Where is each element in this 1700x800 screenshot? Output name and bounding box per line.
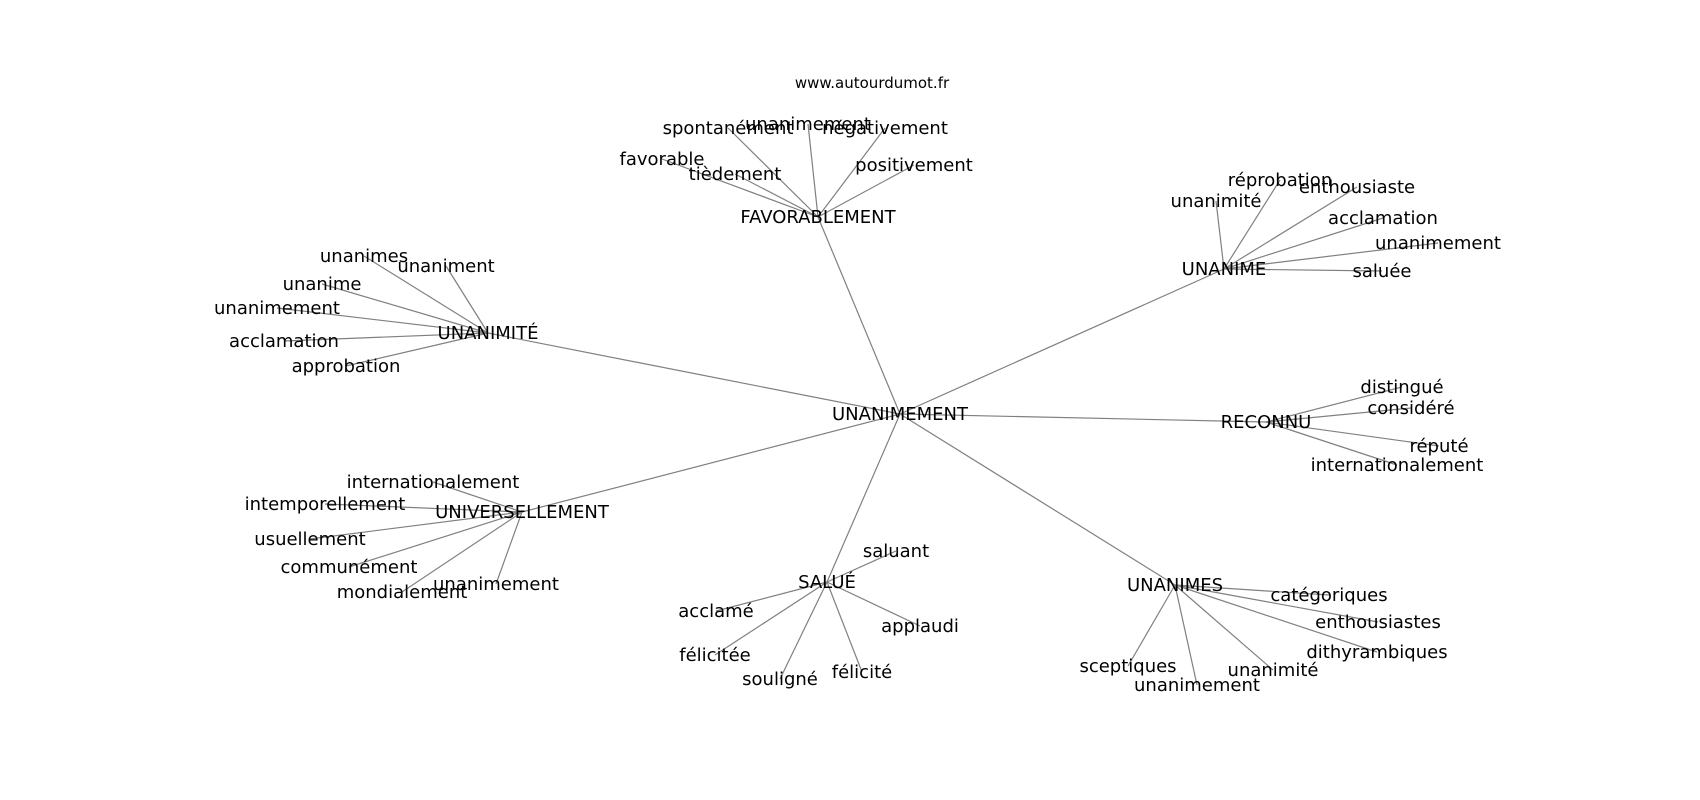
leaf-node: unanime xyxy=(283,274,362,295)
leaf-node: considéré xyxy=(1367,398,1454,419)
leaf-node: saluée xyxy=(1353,261,1412,282)
center-hub-edge xyxy=(817,216,901,415)
hub-leaf-edge xyxy=(1174,584,1379,623)
hub-leaf-edge xyxy=(826,581,863,673)
leaf-node: positivement xyxy=(855,155,973,176)
graph-labels: www.autourdumot.fr UNANIMEMENT FAVORABLEM… xyxy=(214,74,1501,696)
leaf-node: unanimement xyxy=(1134,675,1260,696)
leaf-node: favorable xyxy=(620,149,705,170)
leaf-node: enthousiaste xyxy=(1299,177,1415,198)
leaf-node: mondialement xyxy=(337,582,468,603)
leaf-node: acclamé xyxy=(678,601,753,622)
leaf-node: félicitée xyxy=(679,645,751,666)
leaf-node: unanimes xyxy=(320,246,408,267)
leaf-node: unanimement xyxy=(214,298,340,319)
hub-leaf-edge xyxy=(1174,584,1198,686)
leaf-node: unanimement xyxy=(745,114,871,135)
hub-leaf-edge xyxy=(807,123,819,218)
hub-leaf-edge xyxy=(1265,386,1403,423)
hub-leaf-edge xyxy=(779,581,828,680)
hub-leaf-edge xyxy=(1223,186,1358,270)
source-label: www.autourdumot.fr xyxy=(795,74,950,92)
leaf-node: communément xyxy=(281,557,418,578)
leaf-node: sceptiques xyxy=(1079,656,1176,677)
hub-leaf-edge xyxy=(661,158,819,218)
hub-leaf-edge xyxy=(283,332,489,342)
hub-node: RECONNU xyxy=(1221,412,1312,433)
hub-leaf-edge xyxy=(1223,242,1439,270)
hub-node: FAVORABLEMENT xyxy=(740,207,896,228)
hub-leaf-edge xyxy=(826,581,921,627)
leaf-node: unaniment xyxy=(397,256,494,277)
hub-node: UNIVERSELLEMENT xyxy=(435,502,610,523)
leaf-node: acclamation xyxy=(1328,208,1438,229)
leaf-node: tièdement xyxy=(689,164,782,185)
hub-node: UNANIME xyxy=(1182,259,1267,280)
hub-leaf-edge xyxy=(1223,268,1383,272)
leaf-node: unanimité xyxy=(1171,191,1262,212)
leaf-node: catégoriques xyxy=(1270,585,1387,606)
center-node: UNANIMEMENT xyxy=(832,404,969,425)
hub-leaf-edge xyxy=(276,307,489,334)
leaf-node: réprobation xyxy=(1228,170,1332,191)
center-hub-edge xyxy=(899,413,1267,423)
hub-leaf-edge xyxy=(727,127,819,218)
hub-leaf-edge xyxy=(817,127,886,218)
hub-leaf-edge xyxy=(1265,421,1398,466)
leaf-node: distingué xyxy=(1360,377,1443,398)
hub-leaf-edge xyxy=(714,581,828,656)
hub-leaf-edge xyxy=(309,511,523,540)
leaf-node: unanimité xyxy=(1228,660,1319,681)
hub-leaf-edge xyxy=(324,503,523,513)
hub-leaf-edge xyxy=(1215,200,1225,270)
leaf-node: unanimement xyxy=(1375,233,1501,254)
graph-edges xyxy=(276,123,1440,686)
hub-node: SALUÉ xyxy=(798,571,856,593)
hub-leaf-edge xyxy=(1223,217,1384,270)
leaf-node: applaudi xyxy=(881,616,959,637)
leaf-node: enthousiastes xyxy=(1315,612,1441,633)
hub-leaf-edge xyxy=(1265,421,1440,447)
hub-leaf-edge xyxy=(401,511,523,593)
hub-node: UNANIMITÉ xyxy=(438,322,539,344)
hub-leaf-edge xyxy=(363,255,489,334)
leaf-node: dithyrambiques xyxy=(1306,642,1447,663)
hub-leaf-edge xyxy=(432,481,523,513)
hub-leaf-edge xyxy=(826,550,897,583)
center-hub-edge xyxy=(899,268,1225,415)
hub-leaf-edge xyxy=(715,581,828,612)
center-hub-edge xyxy=(487,332,901,415)
hub-leaf-edge xyxy=(1174,584,1274,671)
hub-leaf-edge xyxy=(445,265,489,334)
leaf-node: unanimement xyxy=(433,574,559,595)
leaf-node: approbation xyxy=(292,356,401,377)
hub-node: UNANIMES xyxy=(1127,575,1223,596)
leaf-node: félicité xyxy=(832,662,892,683)
leaf-node: acclamation xyxy=(229,331,339,352)
center-hub-edge xyxy=(899,413,1176,586)
hub-leaf-edge xyxy=(1174,584,1330,596)
leaf-node: internationalement xyxy=(347,472,520,493)
hub-leaf-edge xyxy=(734,173,819,218)
hub-leaf-edge xyxy=(321,283,489,334)
hub-leaf-edge xyxy=(345,332,489,367)
hub-leaf-edge xyxy=(1265,407,1412,423)
leaf-node: intemporellement xyxy=(245,494,406,515)
hub-leaf-edge xyxy=(1174,584,1378,653)
hub-leaf-edge xyxy=(1127,584,1176,667)
hub-leaf-edge xyxy=(495,511,523,585)
hub-leaf-edge xyxy=(1223,179,1281,270)
leaf-node: négativement xyxy=(822,118,948,139)
center-hub-edge xyxy=(826,413,901,583)
hub-leaf-edge xyxy=(348,511,523,568)
hub-leaf-edge xyxy=(817,164,915,218)
leaf-node: internationalement xyxy=(1311,455,1484,476)
leaf-node: saluant xyxy=(863,541,929,562)
leaf-node: réputé xyxy=(1409,436,1468,457)
leaf-node: souligné xyxy=(742,669,818,690)
center-hub-edge xyxy=(521,413,901,513)
leaf-node: spontanément xyxy=(663,118,794,139)
leaf-node: usuellement xyxy=(254,529,365,550)
